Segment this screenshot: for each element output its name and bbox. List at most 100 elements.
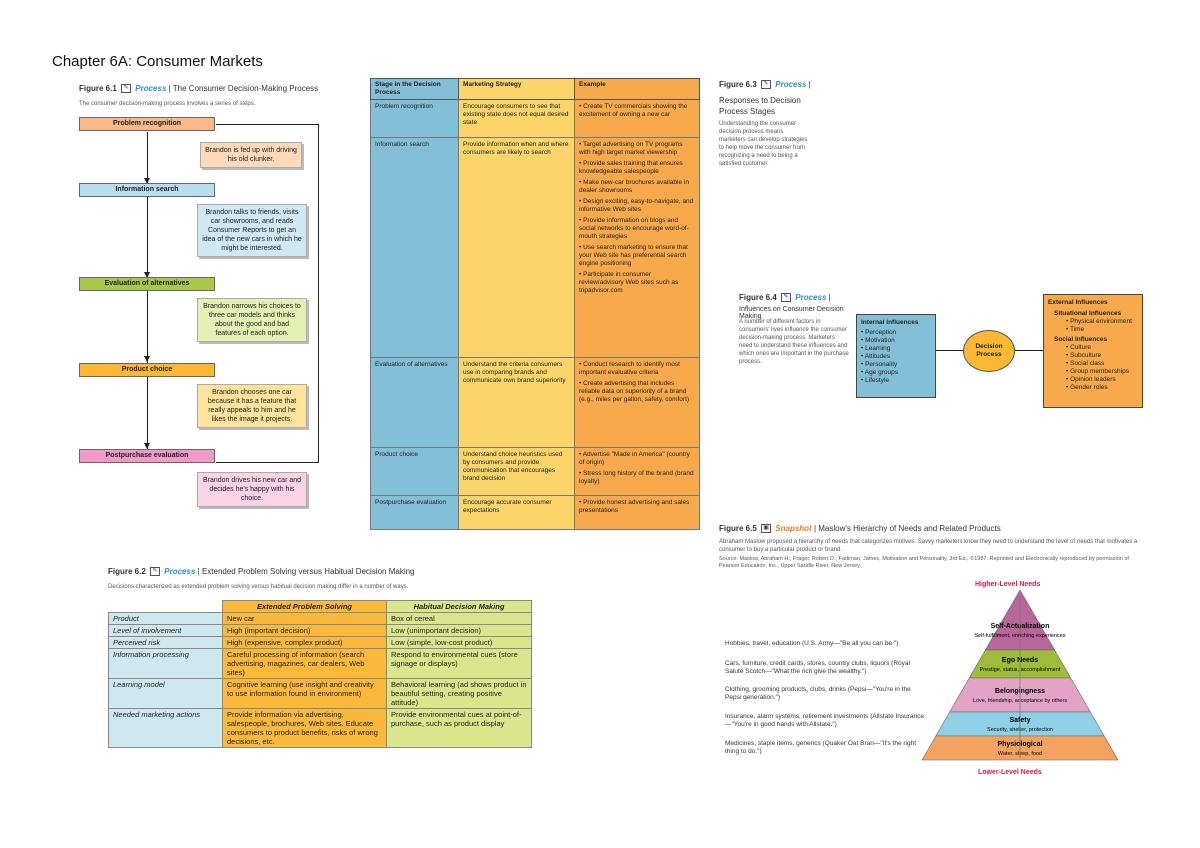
feedback-line	[216, 124, 318, 125]
cell-hab: Box of cereal	[386, 612, 532, 625]
cell-examples: • Advertise "Made in America" (country o…	[574, 447, 700, 496]
cell-strategy: Encourage accurate consumer expectations	[458, 495, 575, 530]
note-problem: Brandon is fed up with driving his old c…	[200, 142, 302, 168]
feedback-line	[216, 462, 318, 463]
higher-needs-label: Higher-Level Needs	[975, 581, 1041, 588]
cell-hab: Low (simple, low-cost product)	[386, 636, 532, 649]
process-icon: ✎	[121, 84, 132, 94]
feedback-line	[318, 124, 319, 463]
col-header-strategy: Marketing Strategy	[458, 78, 575, 100]
cell-examples: • Provide honest advertising and sales p…	[574, 495, 700, 530]
cell-stage: Evaluation of alternatives	[370, 357, 459, 448]
col-header-habitual: Habitual Decision Making	[386, 600, 532, 613]
stage-information-search: Information search	[79, 183, 215, 197]
lower-needs-label: Lower-Level Needs	[978, 769, 1042, 776]
cell-label: Product	[108, 612, 223, 625]
fig65-header: Figure 6.5 ▣ Snapshot | Maslow's Hierarc…	[719, 524, 1001, 534]
situational-title: Situational Influences	[1054, 310, 1122, 317]
cell-ext: Cognitive learning (use insight and crea…	[222, 678, 387, 709]
cell-ext: High (expensive, complex product)	[222, 636, 387, 649]
influence-item: Personality	[861, 361, 931, 369]
internal-title: Internal Influences	[861, 319, 919, 326]
level-example: Insurance, alarm systems, retirement inv…	[725, 713, 925, 728]
internal-influences-box: Internal Influences PerceptionMotivation…	[856, 314, 936, 398]
col-header-extended: Extended Problem Solving	[222, 600, 387, 613]
cell-label: Perceived risk	[108, 636, 223, 649]
external-influences-box: External Influences Situational Influenc…	[1043, 294, 1143, 408]
cell-ext: Careful processing of information (searc…	[222, 648, 387, 679]
note-search: Brandon talks to friends, visits car sho…	[197, 204, 307, 257]
level-example: Cars, furniture, credit cards, stores, c…	[725, 660, 910, 675]
connector	[1015, 350, 1043, 351]
note-evaluation: Brandon narrows his choices to three car…	[197, 298, 307, 342]
cell-hab: Low (unimportant decision)	[386, 624, 532, 637]
arrow-icon	[144, 178, 150, 184]
cell-stage: Postpurchase evaluation	[370, 495, 459, 530]
fig64-title: Influences on Consumer Decision Making	[739, 306, 844, 320]
stage-problem-recognition: Problem recognition	[79, 117, 215, 131]
social-title: Social Influences	[1054, 336, 1108, 343]
example-item: • Provide information on blogs and socia…	[579, 217, 689, 240]
level-example: Medicines, staple items, generics (Quake…	[725, 740, 917, 755]
cell-label: Information processing	[108, 648, 223, 679]
cell-examples: • Target advertising on TV programs with…	[574, 137, 700, 358]
fig63-caption: Understanding the consumer decision proc…	[719, 121, 808, 167]
influence-item: Group memberships	[1066, 368, 1138, 376]
fig65-type: Snapshot	[775, 524, 812, 533]
fig61-type: Process	[135, 84, 167, 93]
cell-strategy: Provide information when and where consu…	[458, 137, 575, 358]
level-example: Clothing, grooming products, clubs, drin…	[725, 686, 911, 701]
cell-label: Learning model	[108, 678, 223, 709]
page-title: Chapter 6A: Consumer Markets	[52, 53, 263, 70]
influence-item: Age groups	[861, 369, 931, 377]
fig62-caption: Decisions characterized as extended prob…	[108, 584, 409, 590]
influence-item: Social class	[1066, 360, 1138, 368]
example-item: • Create advertising that includes relia…	[579, 380, 690, 403]
example-item: • Design exciting, easy-to-navigate, and…	[579, 198, 694, 213]
influence-item: Time	[1066, 326, 1138, 334]
fig64-type: Process	[795, 293, 827, 302]
fig64-header: Figure 6.4 ✎ Process |	[739, 293, 831, 303]
problem-solving-table: Extended Problem Solving Habitual Decisi…	[108, 600, 532, 748]
cell-label: Level of involvement	[108, 624, 223, 637]
corner-cell	[108, 600, 223, 613]
fig62-number: Figure 6.2	[108, 567, 146, 576]
cell-stage: Product choice	[370, 447, 459, 496]
process-icon: ✎	[761, 80, 772, 90]
flow-line	[147, 132, 148, 450]
influence-item: Culture	[1066, 344, 1138, 352]
influence-item: Perception	[861, 329, 931, 337]
cell-strategy: Understand choice heuristics used by con…	[458, 447, 575, 496]
influence-item: Learning	[861, 345, 931, 353]
cell-label: Needed marketing actions	[108, 708, 223, 748]
fig64-number: Figure 6.4	[739, 293, 777, 302]
fig65-number: Figure 6.5	[719, 524, 757, 533]
example-item: • Make new-car brochures available in de…	[579, 179, 689, 194]
note-choice: Brandon chooses one car because it has a…	[197, 384, 307, 428]
influence-item: Subculture	[1066, 352, 1138, 360]
example-item: • Provide sales training that ensures kn…	[579, 160, 683, 175]
example-item: • Participate in consumer review/advisor…	[579, 271, 679, 294]
stage-evaluation: Evaluation of alternatives	[79, 277, 215, 291]
arrow-icon	[144, 443, 150, 449]
fig63-type: Process	[775, 80, 807, 89]
decision-strategy-table: Stage in the Decision Process Marketing …	[370, 78, 700, 530]
cell-strategy: Encourage consumers to see that existing…	[458, 99, 575, 138]
cell-hab: Respond to environmental cues (store sig…	[386, 648, 532, 679]
fig62-title: Extended Problem Solving versus Habitual…	[201, 567, 415, 576]
note-postpurchase: Brandon drives his new car and decides h…	[197, 472, 307, 507]
stage-postpurchase: Postpurchase evaluation	[79, 449, 215, 463]
fig65-source: Source: Maslow, Abraham H.; Frager, Robe…	[719, 556, 1129, 569]
fig63-number: Figure 6.3	[719, 80, 757, 89]
col-header-stage: Stage in the Decision Process	[370, 78, 459, 100]
cell-ext: High (important decision)	[222, 624, 387, 637]
cell-hab: Provide environmental cues at point-of-p…	[386, 708, 532, 748]
